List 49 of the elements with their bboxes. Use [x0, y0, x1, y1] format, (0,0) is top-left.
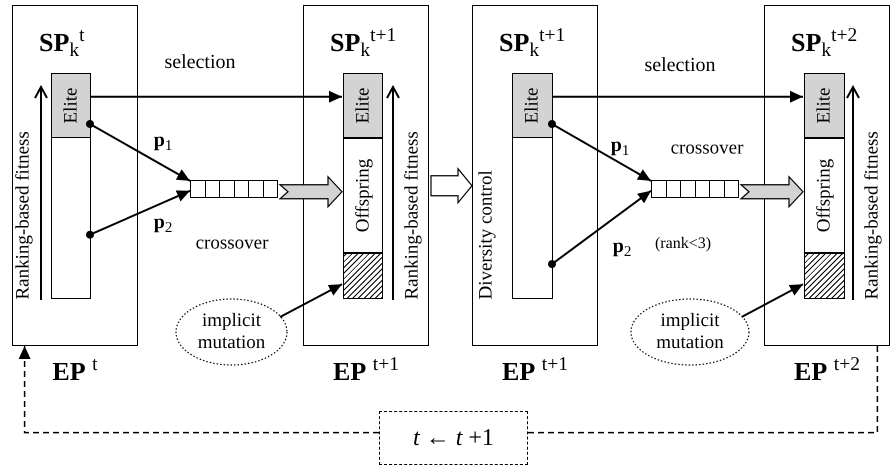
population-label: EP $^{t+1}$	[332, 359, 400, 385]
offspring-cell	[342, 138, 382, 252]
hatched-cell	[342, 252, 382, 298]
arrow	[90, 90, 342, 103]
elite-cell	[804, 72, 844, 138]
cell-label: Elite	[353, 87, 372, 123]
population-bar	[804, 73, 845, 299]
chromosome-strip	[651, 180, 739, 198]
ellipse-label: implicit mutation	[196, 310, 266, 354]
block-arrow	[278, 175, 343, 208]
population-bar	[343, 73, 383, 299]
elite-cell	[342, 72, 382, 138]
operation-label: crossover	[670, 138, 744, 158]
axis-label: Ranking-based fitness	[862, 130, 882, 299]
dashed-arrow	[18, 346, 379, 434]
arrow	[741, 283, 804, 318]
population-label: EP $^{t+1}$	[501, 359, 569, 385]
ellipse-label: implicit mutation	[655, 310, 725, 354]
elite-cell	[50, 72, 90, 138]
arrow	[280, 283, 342, 318]
cell-label: Elite	[61, 87, 80, 123]
arrow	[86, 190, 190, 239]
cell-label: Offspring	[353, 158, 372, 232]
block-arrow	[739, 175, 804, 208]
update-box	[379, 411, 528, 465]
mutation-ellipse	[630, 298, 750, 366]
hatched-cell	[804, 252, 844, 298]
cell-label: Elite	[522, 87, 542, 123]
condition-label: (rank<3)	[654, 236, 712, 252]
arrow	[86, 120, 190, 182]
cell-label: Offspring	[814, 158, 834, 232]
arrow	[552, 90, 803, 103]
cell-label: Elite	[814, 87, 834, 123]
mutation-ellipse	[175, 298, 288, 366]
chromosome-strip	[190, 180, 278, 198]
arrow	[548, 120, 652, 182]
offspring-cell	[804, 138, 844, 252]
operation-label: crossover	[196, 234, 268, 252]
update-formula: t ← t +1	[413, 424, 494, 453]
population-bar	[51, 73, 91, 299]
axis-label: Ranking-based fitness	[14, 130, 32, 299]
block-arrow	[430, 167, 473, 204]
arrow	[548, 190, 652, 268]
population-label: EP $^{t+2}$	[793, 359, 861, 385]
population-label: EP $^{t}$	[51, 359, 99, 385]
axis-label: Diversity control	[476, 168, 496, 299]
elite-cell	[512, 72, 552, 138]
population-bar	[512, 73, 553, 299]
axis-label: Ranking-based fitness	[402, 130, 422, 299]
